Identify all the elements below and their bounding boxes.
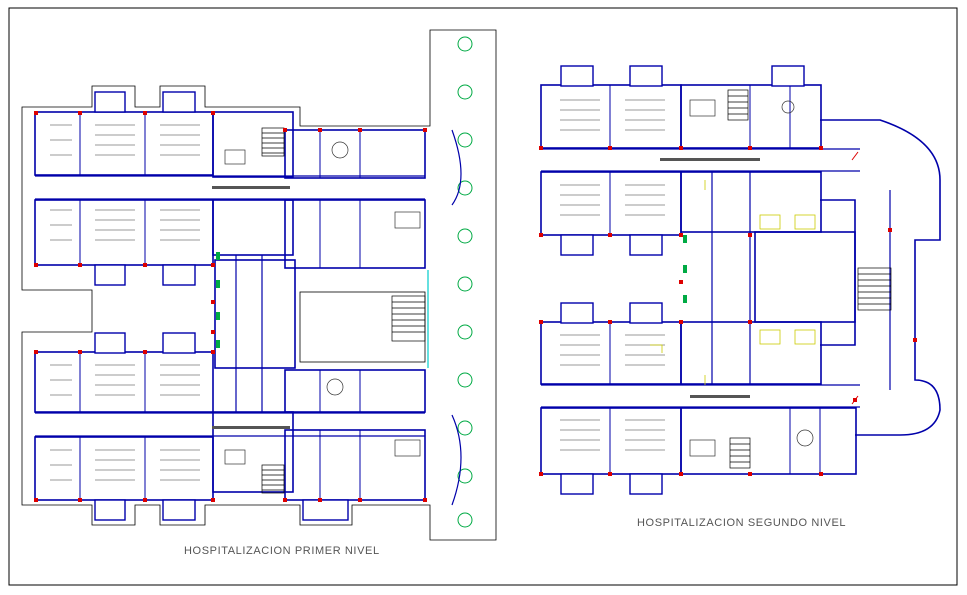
corridor-lines — [35, 175, 425, 437]
green-glazing — [216, 252, 220, 348]
stairs — [727, 89, 892, 469]
section-bars — [212, 186, 290, 429]
structural-columns — [34, 111, 427, 502]
entrance-marks — [851, 151, 859, 405]
sheet-border — [8, 7, 958, 586]
bed-furniture — [50, 124, 200, 481]
bed-bays — [560, 65, 805, 495]
bed-furniture — [560, 99, 665, 451]
plan-title-first-level: HOSPITALIZACION PRIMER NIVEL — [184, 545, 380, 557]
section-bars — [660, 158, 760, 398]
meeting-tables — [689, 99, 814, 457]
floor-plan-first-level — [21, 29, 497, 541]
floor-plan-second-level — [539, 65, 941, 495]
yellow-fixtures — [650, 180, 816, 385]
wing-blocks — [540, 84, 941, 475]
room-partitions — [79, 112, 361, 500]
room-partitions — [609, 85, 821, 474]
stairs — [261, 127, 426, 494]
bed-bays — [94, 91, 349, 521]
plan-title-second-level: HOSPITALIZACION SEGUNDO NIVEL — [637, 517, 847, 529]
landscape-trees — [457, 36, 473, 528]
meeting-tables — [224, 141, 421, 465]
structural-columns — [539, 146, 917, 476]
entrance-curve — [451, 129, 462, 506]
wing-blocks — [34, 111, 426, 501]
green-glazing — [683, 235, 687, 303]
plan-contour — [21, 29, 497, 541]
corridor-lines — [541, 148, 891, 408]
